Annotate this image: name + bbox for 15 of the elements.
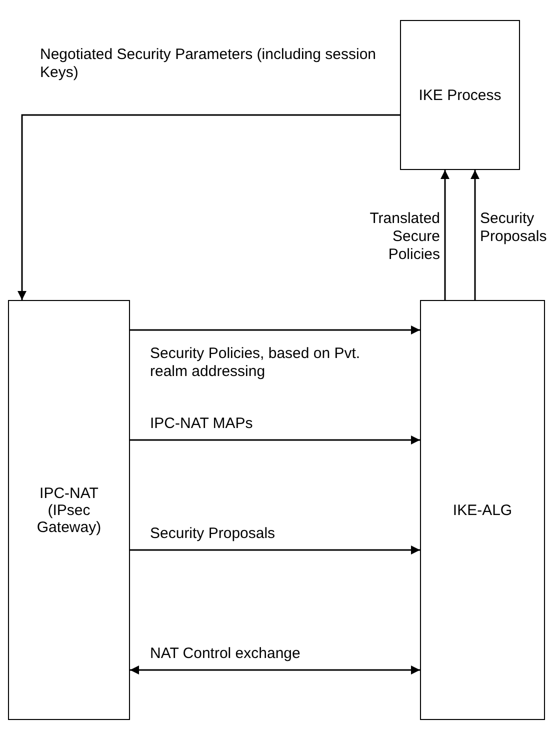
- arrow: [18, 114, 400, 300]
- arrow: [130, 436, 420, 444]
- arrow: [130, 546, 420, 554]
- process-box: [420, 300, 545, 720]
- arrow: [130, 666, 420, 674]
- node-label: IPC-NAT (IPsec Gateway): [36, 484, 102, 536]
- process-box: [8, 300, 130, 720]
- node-label: IKE-ALG: [452, 502, 514, 518]
- edge-label: NAT Control exchange: [150, 645, 300, 663]
- process-box: [400, 20, 520, 170]
- node-label: IKE Process: [418, 86, 502, 104]
- edge-label: Security Proposals: [150, 525, 276, 543]
- arrow: [130, 326, 420, 334]
- arrow: [440, 170, 450, 300]
- arrow: [470, 170, 480, 300]
